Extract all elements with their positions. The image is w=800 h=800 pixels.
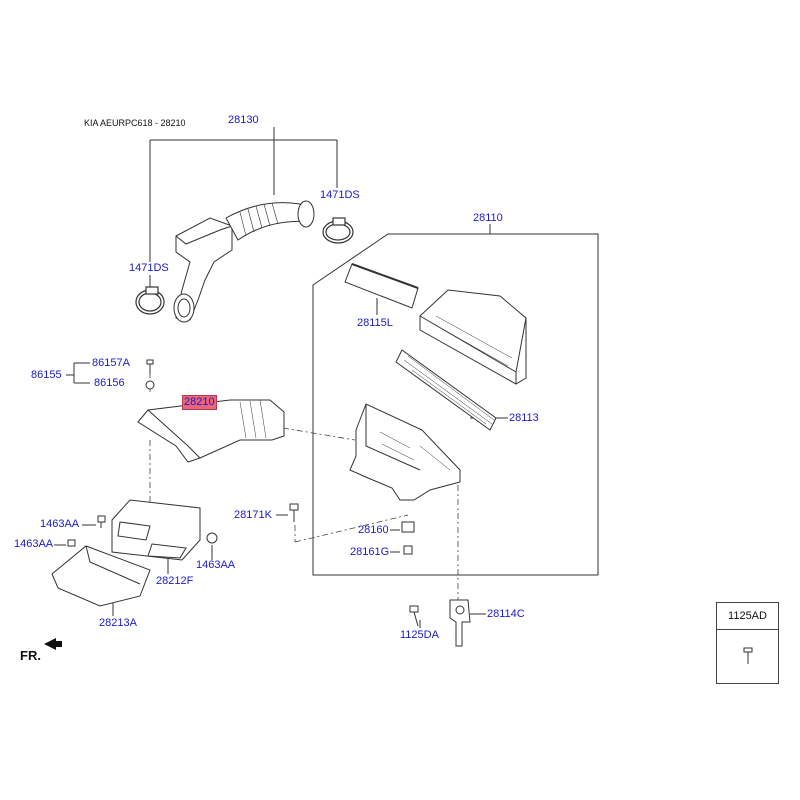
part-label-1125da[interactable]: 1125DA: [400, 629, 439, 641]
part-label-28115l[interactable]: 28115L: [357, 317, 393, 329]
lower-guide-28213A: [51, 545, 151, 607]
part-label-86155[interactable]: 86155: [31, 369, 62, 381]
part-label-86156[interactable]: 86156: [94, 377, 125, 389]
part-label-28114c[interactable]: 28114C: [487, 608, 525, 620]
part-label-28161g[interactable]: 28161G: [350, 546, 390, 558]
part-label-1471ds-top[interactable]: 1471DS: [320, 189, 360, 201]
part-label-28213a[interactable]: 28213A: [99, 617, 137, 629]
hose-clamp-icon: [135, 217, 354, 315]
lower-duct-28212F: [111, 499, 201, 561]
air-cleaner-cover: [419, 289, 527, 385]
part-label-28110[interactable]: 28110: [473, 212, 503, 224]
part-label-28130[interactable]: 28130: [228, 114, 259, 126]
legend-box-title[interactable]: 1125AD: [717, 603, 778, 630]
part-label-86157a[interactable]: 86157A: [92, 357, 130, 369]
part-label-28113[interactable]: 28113: [509, 412, 539, 424]
part-label-1471ds-left[interactable]: 1471DS: [129, 262, 169, 274]
diagram-header: KIA AEURPC618 - 28210: [84, 118, 186, 128]
cover-28115L: [344, 263, 419, 309]
legend-box-1125ad: 1125AD: [716, 602, 779, 684]
part-label-28212f[interactable]: 28212F: [156, 575, 194, 587]
intake-hose-28130: [173, 200, 315, 323]
bolt-1125AD-icon: [743, 647, 753, 664]
part-label-1463aa-a[interactable]: 1463AA: [40, 518, 80, 530]
part-label-28171k[interactable]: 28171K: [234, 509, 272, 521]
part-label-1463aa-b[interactable]: 1463AA: [14, 538, 54, 550]
part-label-28160[interactable]: 28160: [358, 524, 389, 536]
bolt-icon: [67, 359, 415, 555]
air-filter-28113: [395, 349, 497, 431]
front-direction-label: FR.: [20, 648, 41, 663]
part-label-1463aa-c[interactable]: 1463AA: [196, 559, 236, 571]
bracket-28114C: [409, 599, 471, 647]
air-cleaner-body: [349, 403, 461, 501]
part-label-28210-highlighted[interactable]: 28210: [182, 395, 217, 410]
fr-arrow-icon: [44, 638, 62, 650]
